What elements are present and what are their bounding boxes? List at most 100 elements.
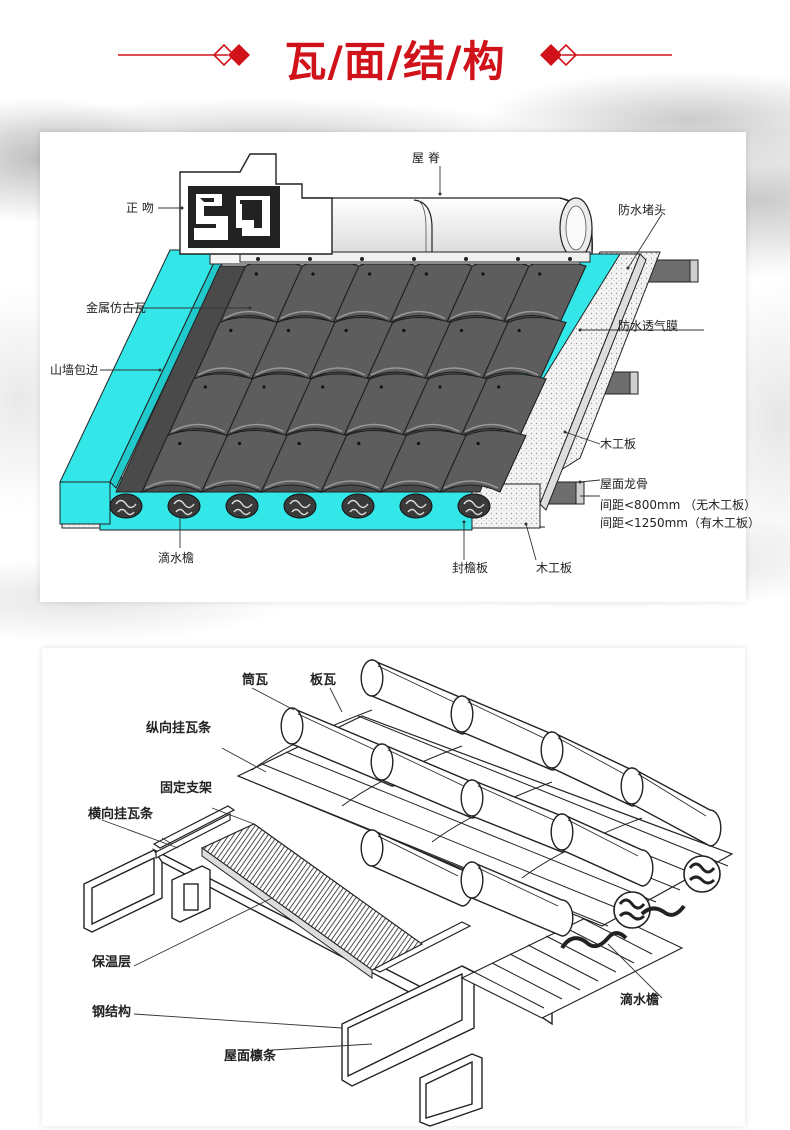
diamond-ornament-right-icon bbox=[540, 43, 578, 67]
section-header: 瓦/面/结/构 bbox=[0, 0, 790, 100]
wood-board-thickness bbox=[539, 253, 647, 511]
plate-tile-line bbox=[261, 763, 633, 915]
cylinder-tile-body bbox=[631, 766, 722, 847]
deck-rib bbox=[473, 971, 545, 1009]
tile-screw bbox=[402, 328, 406, 333]
cylinder-tile-end bbox=[550, 813, 574, 851]
label-longitudinal-batten: 纵向挂瓦条 bbox=[146, 720, 212, 736]
cylinder-tile-end bbox=[460, 779, 484, 817]
drip-eave-row bbox=[109, 493, 491, 519]
tile-highlight bbox=[205, 480, 260, 489]
cylinder-tile-edge bbox=[477, 867, 559, 907]
label-eave-board: 封檐板 bbox=[452, 561, 488, 575]
tile-highlight bbox=[280, 310, 332, 320]
label-roof-purlin: 屋面檩条 bbox=[224, 1048, 277, 1064]
drip-eave-ends bbox=[560, 855, 721, 950]
label-fixed-bracket: 固定支架 bbox=[160, 780, 212, 796]
label-wood-board-upper: 木工板 bbox=[600, 437, 636, 451]
insulation-layer bbox=[200, 823, 424, 979]
tile-highlight bbox=[428, 367, 481, 376]
tile-highlight bbox=[324, 480, 379, 489]
tile-highlight bbox=[255, 367, 308, 376]
label-steel-structure: 钢结构 bbox=[92, 1004, 131, 1020]
tile-screw bbox=[237, 441, 242, 446]
tile-screw bbox=[286, 328, 291, 333]
cylinder-tile-end bbox=[280, 707, 304, 745]
plate-tile-line bbox=[285, 751, 657, 903]
tile-screw bbox=[438, 385, 442, 389]
tile-rows bbox=[140, 260, 587, 494]
label-ridge-ornament: 正 吻 bbox=[126, 201, 154, 215]
tile-highlight bbox=[450, 310, 502, 320]
label-insulation-layer: 保温层 bbox=[91, 954, 131, 970]
label-metal-tile: 金属仿古瓦 bbox=[86, 300, 146, 315]
tile-screw bbox=[368, 272, 372, 276]
drip-tile-end bbox=[283, 493, 317, 519]
cylinder-tile-edge bbox=[567, 819, 639, 857]
tile-screw bbox=[481, 272, 485, 276]
tile-screw bbox=[459, 328, 464, 333]
label-spacing-1: 间距<800mm （无木工板） bbox=[600, 498, 756, 512]
cylinder-tile-edge bbox=[467, 701, 549, 741]
label-wood-board-lower: 木工板 bbox=[536, 561, 572, 575]
drip-tile-pattern bbox=[231, 499, 253, 516]
deck-rib bbox=[581, 917, 653, 955]
label-spacing-2: 间距<1250mm（有木工板） bbox=[600, 516, 760, 530]
deck-rib bbox=[527, 944, 599, 982]
tile-highlight bbox=[347, 423, 401, 433]
label-cylinder-tile: 筒瓦 bbox=[242, 672, 268, 688]
tile-highlight bbox=[443, 480, 499, 489]
cylinder-tile-body bbox=[561, 812, 654, 887]
tile-segment bbox=[439, 429, 527, 494]
cylinder-tile-edge bbox=[297, 713, 389, 757]
corrugated-deck bbox=[460, 909, 684, 1019]
tile-screw bbox=[344, 328, 348, 333]
cylinder-tile-edge bbox=[637, 773, 707, 817]
deck-rib bbox=[491, 962, 563, 1000]
tile-screw bbox=[424, 272, 428, 276]
drip-tile-pattern bbox=[347, 499, 369, 516]
drip-tile-pattern bbox=[463, 499, 485, 516]
tile-highlight bbox=[406, 423, 460, 433]
tile-highlight bbox=[145, 480, 200, 489]
drip-tile-end bbox=[341, 493, 375, 519]
label-gable-edging: 山墙包边 bbox=[50, 363, 98, 377]
cylinder-tile-edge bbox=[387, 749, 469, 789]
drip-tile-end bbox=[225, 493, 259, 519]
tile-screw bbox=[538, 272, 542, 276]
page-title: 瓦/面/结/构 bbox=[284, 37, 506, 86]
label-waterproof-end-cap: 防水堵头 bbox=[618, 202, 666, 217]
tile-screw bbox=[254, 272, 258, 276]
cylinder-tile-end bbox=[620, 767, 644, 805]
tile-screw bbox=[476, 441, 480, 446]
ridge-ornament bbox=[179, 153, 333, 255]
drip-tile-end bbox=[399, 493, 433, 519]
label-drip-eave-bottom: 滴水檐 bbox=[620, 992, 659, 1008]
tile-screw bbox=[229, 328, 233, 333]
drip-tile-end bbox=[457, 493, 491, 519]
cylinder-tile-end bbox=[540, 731, 564, 769]
tile-highlight bbox=[171, 423, 225, 433]
tile-highlight bbox=[485, 367, 539, 376]
tile-segment bbox=[481, 316, 567, 381]
label-drip-eave: 滴水檐 bbox=[158, 550, 194, 565]
plate-tile-line bbox=[357, 715, 729, 867]
cylinder-tile-edge bbox=[557, 737, 629, 777]
tile-highlight bbox=[506, 310, 559, 320]
tile-highlight bbox=[384, 480, 439, 489]
tile-screw bbox=[311, 272, 315, 276]
tile-highlight bbox=[393, 310, 445, 320]
deck-rib bbox=[545, 935, 617, 973]
cylinder-tile-body bbox=[471, 860, 574, 937]
tile-highlight bbox=[288, 423, 343, 433]
roof-ridge bbox=[209, 197, 593, 265]
cylinder-tile-end bbox=[360, 829, 384, 867]
tile-screw bbox=[357, 441, 361, 446]
label-roof-keel: 屋面龙骨 bbox=[600, 477, 648, 491]
cylinder-tile-end bbox=[460, 861, 484, 899]
tile-highlight bbox=[312, 367, 366, 376]
cylinder-tile-end bbox=[370, 743, 394, 781]
cylinder-tile-end bbox=[360, 659, 384, 697]
roof-diagram-bottom: 筒瓦 板瓦 纵向挂瓦条 固定支架 横向挂瓦条 保温层 钢结构 屋面檩条 滴水檐 bbox=[83, 658, 734, 1127]
tile-highlight bbox=[230, 423, 284, 433]
